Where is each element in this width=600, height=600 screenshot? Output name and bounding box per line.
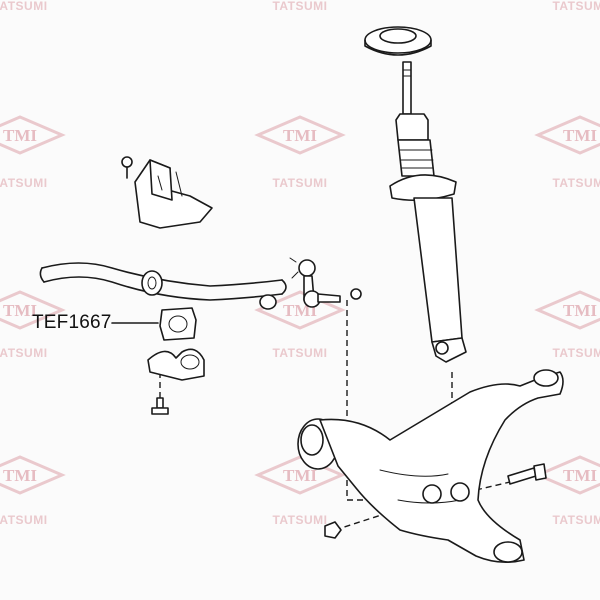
- stabilizer-bracket: [121, 156, 213, 229]
- svg-text:TMI: TMI: [3, 466, 37, 485]
- svg-text:TMI: TMI: [283, 126, 317, 145]
- svg-text:TMI: TMI: [3, 301, 37, 320]
- svg-text:TMI: TMI: [563, 466, 597, 485]
- watermark-brand-text: TATSUMI: [0, 346, 48, 360]
- watermark-brand-text: TATSUMI: [272, 513, 327, 527]
- bushing-clamp: [147, 348, 205, 381]
- lower-control-arm: [297, 369, 564, 564]
- watermark-brand-text: TATSUMI: [0, 513, 48, 527]
- arm-nut: [324, 521, 342, 539]
- watermark-brand-text: TATSUMI: [272, 346, 327, 360]
- svg-text:TMI: TMI: [563, 126, 597, 145]
- watermark-brand-text: TATSUMI: [552, 346, 600, 360]
- watermark-logo: TMI: [254, 115, 346, 155]
- shock-absorber: [364, 26, 467, 363]
- watermark-logo: TMI: [534, 290, 600, 330]
- watermark-brand-text: TATSUMI: [0, 0, 48, 13]
- stabilizer-bar: [39, 262, 287, 310]
- watermark-brand-text: TATSUMI: [272, 0, 327, 13]
- watermark-logo: TMI: [0, 115, 66, 155]
- watermark-logo: TMI: [0, 290, 66, 330]
- watermark-logo: TMI: [534, 455, 600, 495]
- stabilizer-bushing: [159, 307, 197, 341]
- watermark-brand-text: TATSUMI: [552, 0, 600, 13]
- part-number-label: TEF1667: [32, 312, 112, 333]
- clamp-bolt: [151, 397, 169, 415]
- arm-bolt: [507, 463, 547, 485]
- watermark-logo: TMI: [534, 115, 600, 155]
- watermark-brand-text: TATSUMI: [552, 513, 600, 527]
- svg-text:TMI: TMI: [3, 126, 37, 145]
- watermark-brand-text: TATSUMI: [272, 176, 327, 190]
- svg-text:TMI: TMI: [283, 466, 317, 485]
- watermark-brand-text: TATSUMI: [0, 176, 48, 190]
- svg-text:TMI: TMI: [563, 301, 597, 320]
- watermark-logo: TMI: [254, 455, 346, 495]
- watermark-brand-text: TATSUMI: [552, 176, 600, 190]
- stabilizer-link: [289, 257, 362, 308]
- watermark-logo: TMI: [0, 455, 66, 495]
